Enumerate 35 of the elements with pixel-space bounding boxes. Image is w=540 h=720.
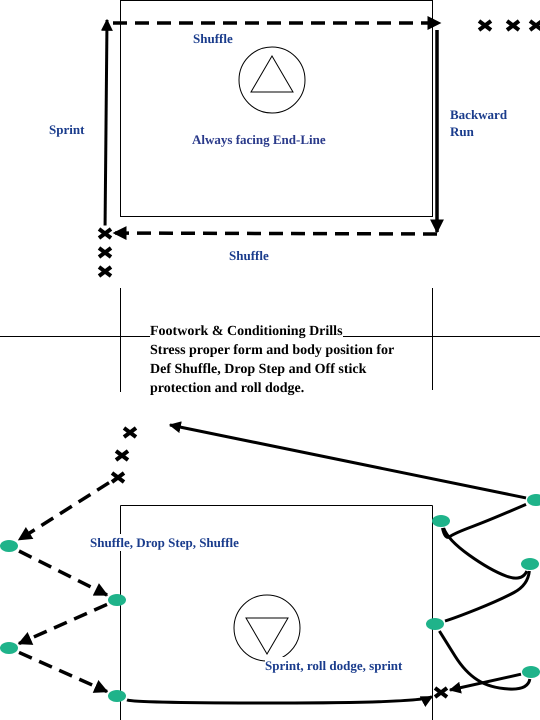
marker-dot <box>108 594 126 606</box>
cross-mark <box>528 18 540 32</box>
arrow <box>18 549 108 597</box>
marker-dot <box>527 494 540 506</box>
marker-dot <box>108 690 126 702</box>
cross-mark <box>97 226 113 240</box>
arrow <box>18 481 110 542</box>
arrow <box>100 18 113 226</box>
cross-mark <box>97 264 113 278</box>
path-line <box>442 527 528 580</box>
path-line <box>444 570 531 622</box>
cross-mark <box>114 448 130 462</box>
arrow <box>112 226 437 240</box>
cross-mark <box>505 18 521 32</box>
marker-dot <box>522 666 540 678</box>
arrow <box>168 421 526 500</box>
cross-mark <box>433 686 449 698</box>
arrow <box>448 672 522 694</box>
cross-mark <box>477 18 493 32</box>
movement-label: Sprint, roll dodge, sprint <box>265 657 402 674</box>
path-line <box>441 502 527 539</box>
cross-mark <box>122 426 138 438</box>
marker-dot <box>0 540 18 552</box>
title: Footwork & Conditioning Drills <box>150 323 343 340</box>
marker-dot <box>426 618 444 630</box>
cross-mark <box>97 246 113 258</box>
path-line <box>438 630 532 691</box>
cross-mark <box>110 470 126 484</box>
arrow <box>18 650 108 694</box>
marker-dot <box>0 642 18 654</box>
marker-dot <box>432 515 450 527</box>
marker-dot <box>521 558 539 570</box>
arrow <box>18 602 108 646</box>
movement-label: Shuffle, Drop Step, Shuffle <box>90 534 239 551</box>
arrow <box>126 694 434 706</box>
